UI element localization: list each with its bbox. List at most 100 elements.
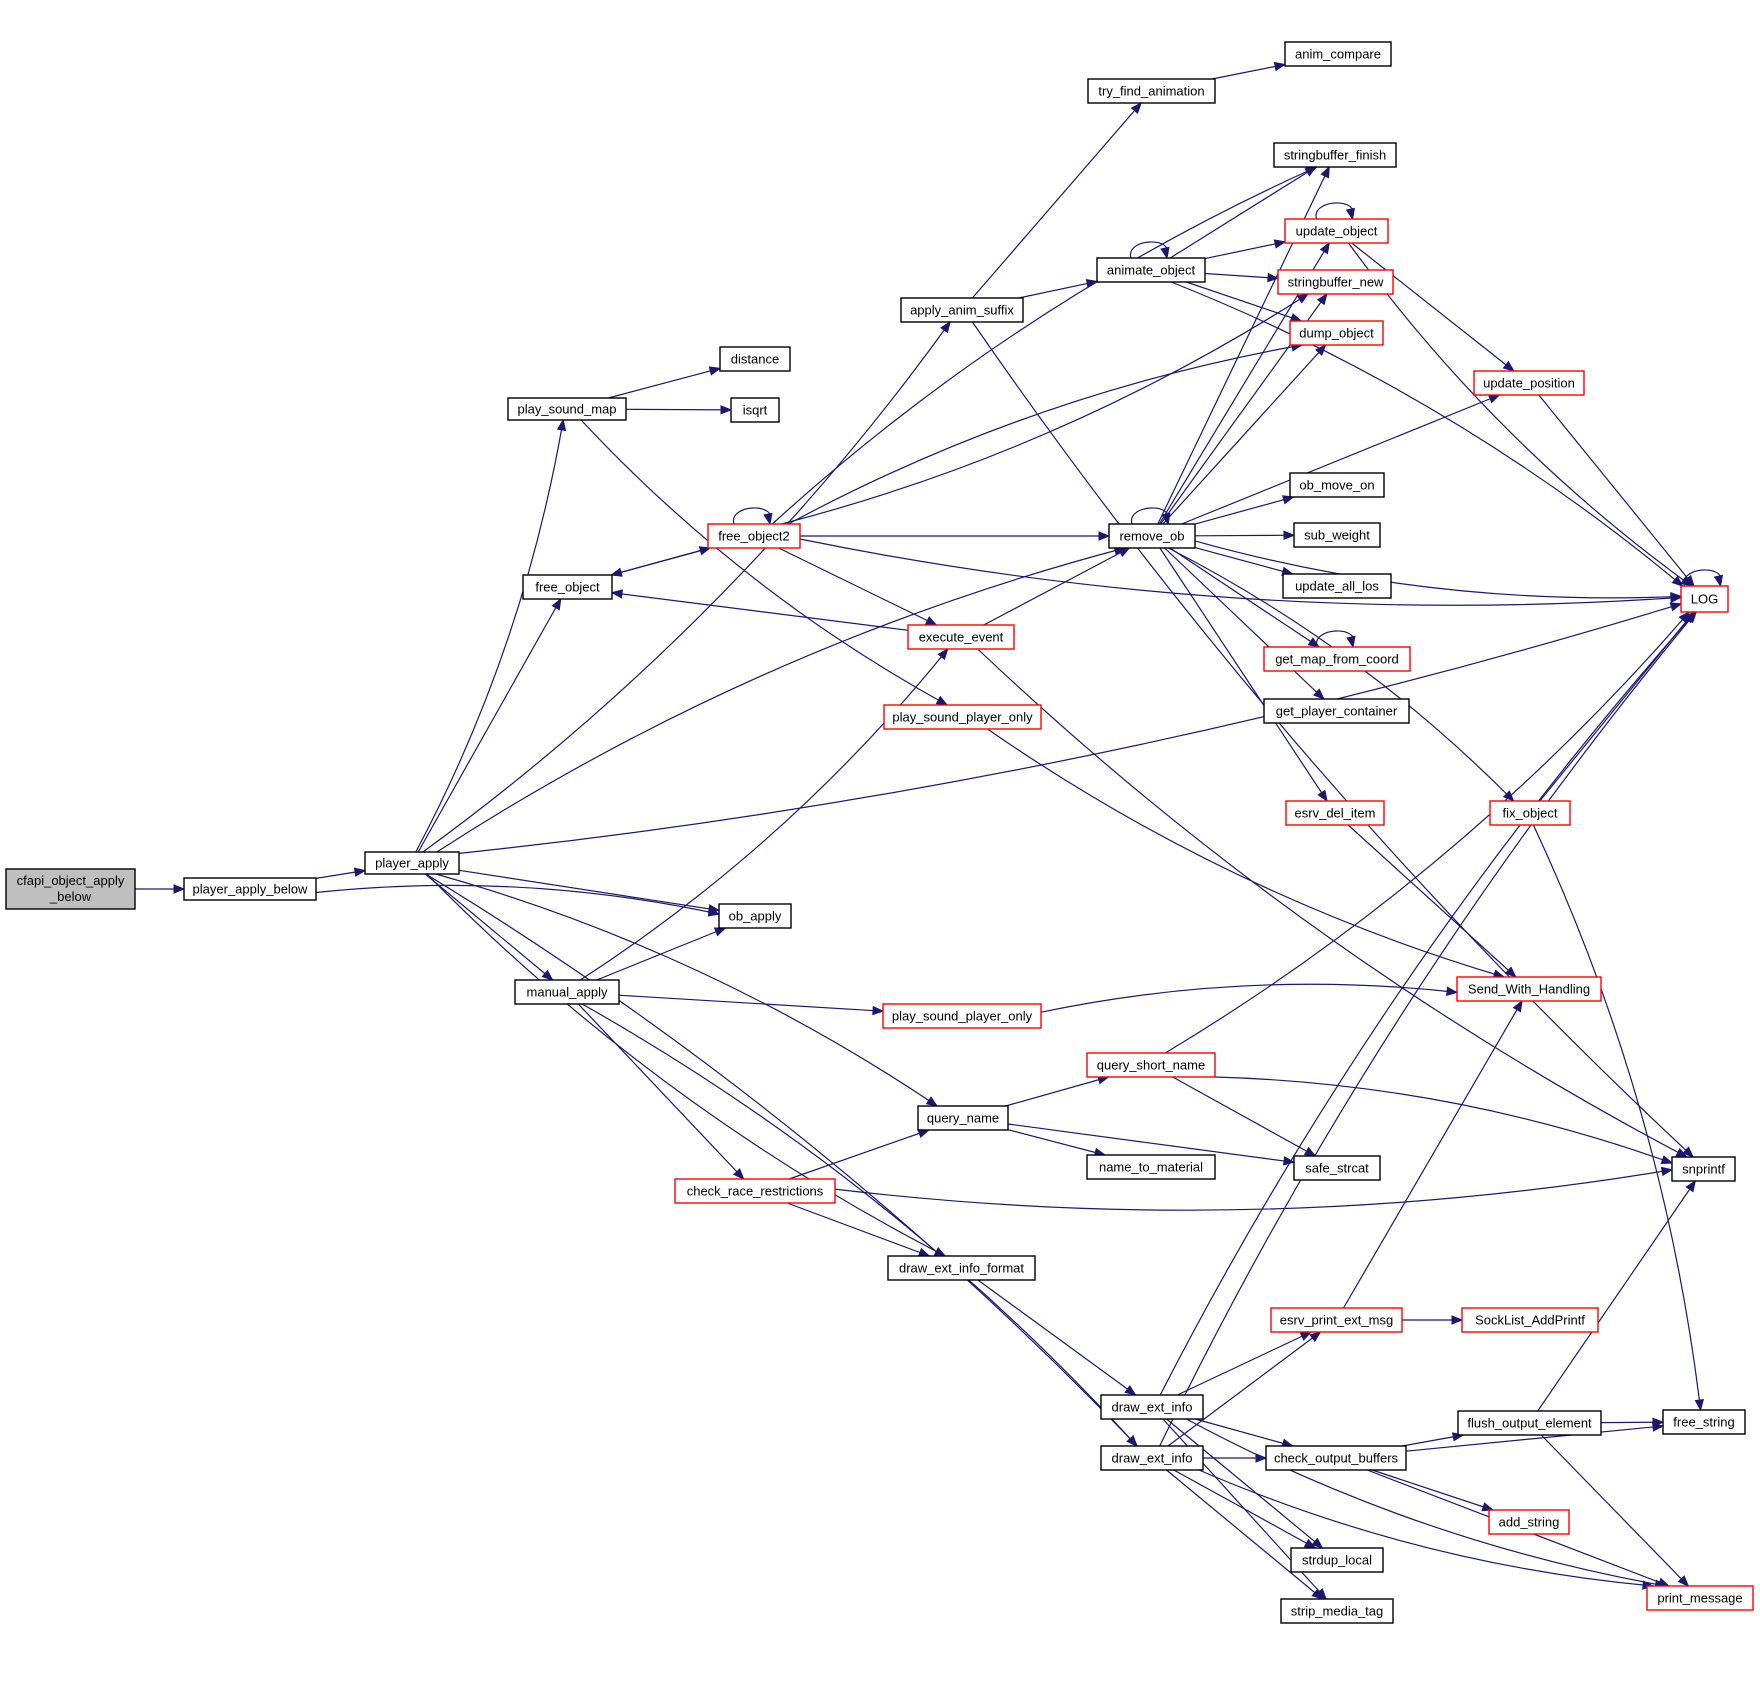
node-play-sound-player-only-1[interactable]: play_sound_player_only — [883, 704, 1042, 730]
edge-query_short_name-to-LOG — [1164, 610, 1690, 1054]
edge-query_short_name-to-safe_strcat — [1172, 1076, 1317, 1157]
node-draw-ext-info-2[interactable]: draw_ext_info — [1100, 1445, 1204, 1471]
node-box — [5, 868, 136, 910]
node-Send-With-Handling[interactable]: Send_With_Handling — [1456, 976, 1602, 1002]
node-box — [883, 704, 1042, 730]
node-remove-ob[interactable]: remove_ob — [1108, 523, 1196, 549]
node-free-object2[interactable]: free_object2 — [707, 523, 801, 549]
node-manual-apply[interactable]: manual_apply — [514, 979, 620, 1005]
node-ob-move-on[interactable]: ob_move_on — [1289, 472, 1385, 498]
node-name-to-material[interactable]: name_to_material — [1086, 1154, 1216, 1180]
edge-free_object2-to-stringbuffer_finish — [771, 166, 1318, 525]
node-check-race-restrictions[interactable]: check_race_restrictions — [674, 1178, 836, 1204]
edge-get_map_from_coord-to-get_map_from_coord — [1316, 630, 1356, 649]
node-execute-event[interactable]: execute_event — [907, 624, 1015, 650]
node-box — [1293, 522, 1381, 548]
node-label: isqrt — [743, 403, 768, 418]
node-box — [364, 851, 460, 875]
node-sub-weight[interactable]: sub_weight — [1293, 522, 1381, 548]
node-distance[interactable]: distance — [719, 346, 791, 372]
node-play-sound-map[interactable]: play_sound_map — [507, 397, 627, 421]
node-label: free_object2 — [718, 529, 790, 544]
node-try-find-animation[interactable]: try_find_animation — [1087, 78, 1216, 104]
edge-draw_ext_info_2-to-esrv_print_ext_msg — [1167, 1331, 1322, 1447]
node-box — [1100, 1445, 1204, 1471]
node-label: play_sound_map — [517, 402, 616, 417]
node-box — [1096, 257, 1206, 283]
node-label: get_map_from_coord — [1275, 652, 1399, 667]
node-box — [917, 1105, 1009, 1131]
node-box — [1457, 1410, 1602, 1436]
node-label: anim_compare — [1295, 47, 1381, 62]
node-fix-object[interactable]: fix_object — [1489, 800, 1571, 826]
node-label: flush_output_element — [1467, 1416, 1592, 1431]
edge-manual_apply-to-check_race_restrictions — [577, 1003, 745, 1180]
node-flush-output-element[interactable]: flush_output_element — [1457, 1410, 1602, 1436]
node-LOG[interactable]: LOG — [1680, 585, 1729, 613]
node-get-player-container[interactable]: get_player_container — [1263, 698, 1410, 724]
node-box — [1263, 698, 1410, 724]
edge-manual_apply-to-draw_ext_info_2 — [581, 1003, 1138, 1447]
node-isqrt[interactable]: isqrt — [730, 397, 780, 423]
node-label: safe_strcat — [1305, 1161, 1369, 1176]
node-query-short-name[interactable]: query_short_name — [1086, 1052, 1216, 1078]
node-cfapi[interactable]: cfapi_object_apply_below — [5, 868, 136, 910]
node-animate-object[interactable]: animate_object — [1096, 257, 1206, 283]
node-query-name[interactable]: query_name — [917, 1105, 1009, 1131]
node-anim-compare[interactable]: anim_compare — [1284, 41, 1392, 67]
node-label: query_name — [927, 1111, 999, 1126]
edge-animate_object-to-stringbuffer_new — [1204, 272, 1280, 283]
node-label: get_player_container — [1276, 704, 1398, 719]
node-free-string[interactable]: free_string — [1662, 1409, 1746, 1435]
node-box — [1273, 142, 1397, 168]
node-check-output-buffers[interactable]: check_output_buffers — [1265, 1445, 1407, 1471]
node-draw-ext-info-format[interactable]: draw_ext_info_format — [887, 1255, 1036, 1281]
node-snprintf[interactable]: snprintf — [1671, 1156, 1736, 1182]
edge-fix_object-to-free_string — [1532, 824, 1705, 1412]
edge-query_name-to-query_short_name — [1005, 1075, 1110, 1107]
node-add-string[interactable]: add_string — [1488, 1509, 1570, 1535]
edge-animate_object-to-animate_object — [1130, 241, 1170, 260]
node-box — [719, 346, 791, 372]
node-label: execute_event — [919, 630, 1004, 645]
edge-remove_ob-to-dump_object — [1162, 344, 1327, 525]
edge-draw_ext_info_1-to-check_output_buffers — [1195, 1418, 1295, 1448]
node-apply-anim-suffix[interactable]: apply_anim_suffix — [900, 297, 1024, 323]
edge-draw_ext_info_2-to-check_output_buffers — [1203, 1453, 1268, 1463]
node-dump-object[interactable]: dump_object — [1289, 320, 1384, 346]
node-strip-media-tag[interactable]: strip_media_tag — [1280, 1598, 1394, 1624]
node-esrv-del-item[interactable]: esrv_del_item — [1285, 800, 1385, 826]
edge-esrv_print_ext_msg-to-SockList_AddPrintf — [1402, 1315, 1464, 1325]
node-update-all-los[interactable]: update_all_los — [1282, 573, 1392, 599]
node-label: add_string — [1499, 1515, 1560, 1530]
node-esrv-print-ext-msg[interactable]: esrv_print_ext_msg — [1270, 1307, 1403, 1333]
edge-manual_apply-to-play_sound_player_only_2 — [618, 994, 885, 1016]
node-get-map-from-coord[interactable]: get_map_from_coord — [1263, 646, 1411, 672]
node-safe-strcat[interactable]: safe_strcat — [1293, 1155, 1381, 1181]
edge-try_find_animation-to-anim_compare — [1211, 61, 1287, 80]
node-free-object[interactable]: free_object — [522, 574, 613, 600]
node-draw-ext-info-1[interactable]: draw_ext_info — [1100, 1394, 1204, 1420]
node-box — [1646, 1585, 1754, 1611]
edge-player_apply-to-apply_anim_suffix — [422, 320, 951, 853]
node-label: strdup_local — [1302, 1553, 1372, 1568]
edge-update_object-to-LOG — [1348, 242, 1693, 587]
node-ob-apply[interactable]: ob_apply — [718, 903, 792, 929]
edge-draw_ext_info_1-to-strdup_local — [1166, 1418, 1324, 1549]
node-strdup-local[interactable]: strdup_local — [1290, 1547, 1384, 1573]
node-SockList-AddPrintf[interactable]: SockList_AddPrintf — [1461, 1307, 1599, 1333]
node-update-position[interactable]: update_position — [1473, 370, 1585, 396]
edge-player_apply-to-draw_ext_info_2 — [425, 873, 1139, 1447]
node-label: name_to_material — [1099, 1160, 1203, 1175]
node-player-apply[interactable]: player_apply — [364, 851, 460, 875]
edge-player_apply-to-free_object — [417, 597, 562, 853]
node-stringbuffer-new[interactable]: stringbuffer_new — [1277, 269, 1394, 295]
node-update-object[interactable]: update_object — [1284, 218, 1389, 244]
node-box — [1289, 320, 1384, 346]
node-player-apply-below[interactable]: player_apply_below — [183, 877, 317, 901]
node-stringbuffer-finish[interactable]: stringbuffer_finish — [1273, 142, 1397, 168]
node-play-sound-player-only-2[interactable]: play_sound_player_only — [882, 1003, 1042, 1029]
node-print-message[interactable]: print_message — [1646, 1585, 1754, 1611]
edge-free_object2-to-free_object2 — [733, 507, 773, 526]
edge-remove_ob-to-ob_move_on — [1194, 495, 1295, 525]
